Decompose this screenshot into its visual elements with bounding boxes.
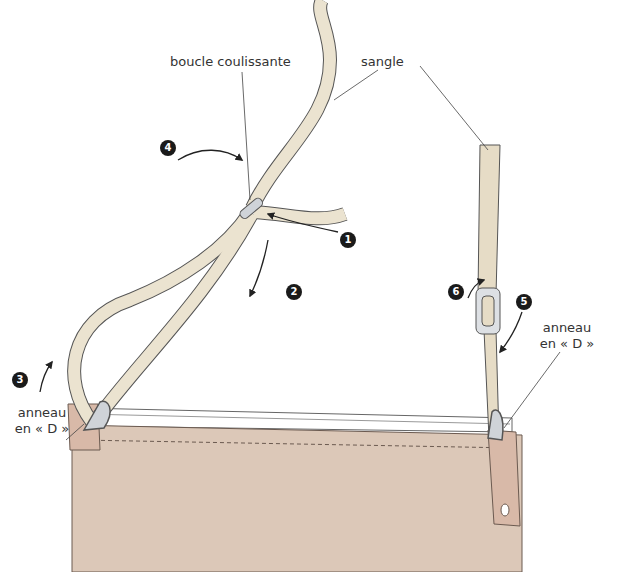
part-label: sangle	[361, 54, 404, 70]
callout-number: 3	[12, 372, 28, 388]
callout-number: 1	[340, 232, 356, 248]
part-label: anneau en « D »	[535, 320, 599, 352]
callout-number: 2	[286, 284, 302, 300]
strap	[74, 0, 500, 438]
bag-body	[68, 404, 522, 572]
leader-line	[66, 66, 560, 440]
hardware	[84, 197, 503, 440]
callout-number: 4	[160, 140, 176, 156]
motion-arrow	[40, 150, 522, 392]
callout-number: 5	[516, 294, 532, 310]
part-label: anneau en « D »	[10, 405, 74, 437]
callout-number: 6	[448, 284, 464, 300]
part-label: boucle coulissante	[170, 54, 291, 70]
